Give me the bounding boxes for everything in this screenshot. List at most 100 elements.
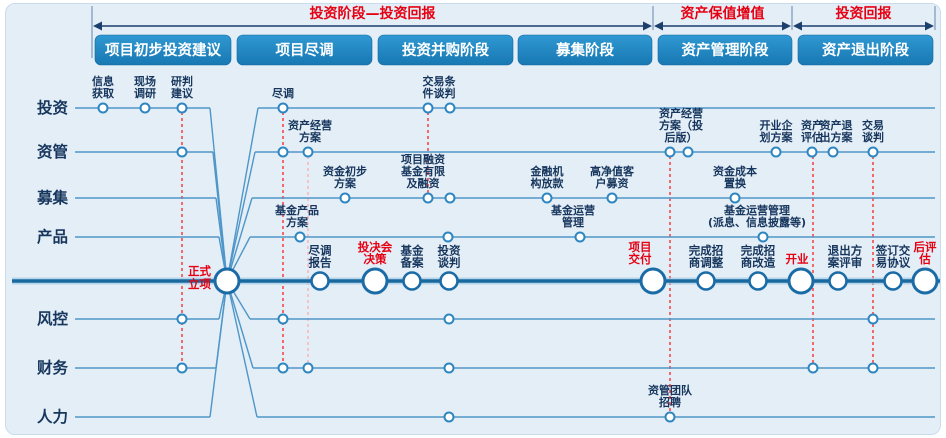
- swimlane-node: [682, 146, 694, 158]
- arrow-left-icon: [793, 21, 802, 31]
- phase-box-label: 投资并购阶段: [402, 41, 489, 59]
- milestone-node: [911, 267, 939, 295]
- milestone-label: 完成招商改造: [741, 244, 776, 270]
- swimlane-node: [277, 102, 289, 114]
- swimlane-node: [176, 362, 188, 374]
- milestone-label: 投资谈判: [438, 244, 461, 270]
- lane-converge-right: [226, 151, 256, 282]
- milestone-node: [748, 271, 768, 291]
- diagram-card: [5, 3, 941, 435]
- milestone-node: [639, 267, 667, 295]
- swimlane-node: [442, 231, 454, 243]
- node-label: 信息获取: [92, 74, 114, 100]
- phase-box-label: 资产退出阶段: [822, 41, 909, 59]
- swimlane-node: [339, 192, 351, 204]
- milestone-node: [439, 271, 459, 291]
- swimlane-node: [422, 102, 434, 114]
- swimlane-node: [867, 313, 879, 325]
- phase-box-label: 募集阶段: [555, 41, 614, 59]
- swimlane-node: [444, 192, 456, 204]
- arrow-left-icon: [654, 21, 663, 31]
- milestone-label: 正式立项: [188, 264, 211, 291]
- swimlane-node: [574, 231, 586, 243]
- milestone-label: 项目交付: [629, 240, 652, 266]
- phase-box: [377, 34, 514, 66]
- lane-converge-right: [226, 280, 258, 418]
- node-label: 资产经营方案: [288, 118, 332, 144]
- milestone-node: [402, 271, 422, 291]
- arrow-left-icon: [93, 21, 102, 31]
- node-label: 交易条件谈判: [423, 74, 457, 100]
- swimlane-node: [867, 362, 879, 374]
- milestone-node: [787, 267, 815, 295]
- arrow-right-icon: [925, 21, 934, 31]
- arrow-right-icon: [782, 21, 791, 31]
- milestone-label: 开业: [786, 252, 809, 266]
- node-label: 资产经营方案（投后版）: [659, 106, 703, 144]
- lane-converge-right: [226, 280, 254, 369]
- node-label: 尽调: [272, 86, 294, 100]
- node-label: 研判建议: [171, 74, 194, 100]
- milestone-node: [213, 267, 241, 295]
- milestone-node: [828, 271, 848, 291]
- swimlane-node: [664, 146, 676, 158]
- phase-box: [94, 34, 232, 66]
- header-span-label: 投资回报: [836, 5, 892, 22]
- node-label: 开业企划方案: [760, 118, 794, 144]
- node-label: 基金运营管理(派息、信息披露等): [708, 203, 806, 229]
- milestone-label: 基金备案: [400, 244, 424, 270]
- swimlane-node: [176, 313, 188, 325]
- phase-box: [797, 34, 934, 66]
- swimlane-node: [770, 146, 782, 158]
- milestone-node: [361, 267, 389, 295]
- phase-box: [236, 34, 373, 66]
- swimlane-node: [807, 362, 819, 374]
- lane-label: 产品: [37, 227, 68, 246]
- milestone-node: [883, 271, 903, 291]
- node-label: 资产退出方案: [820, 118, 854, 144]
- swimlane-node: [97, 102, 109, 114]
- swimlane-node: [541, 192, 553, 204]
- swimlane-node: [757, 231, 769, 243]
- node-label: 资金成本置换: [713, 164, 757, 190]
- milestone-label: 投决会决策: [358, 240, 393, 266]
- swimlane-node: [302, 362, 314, 374]
- swimlane-node: [176, 146, 188, 158]
- arrow-right-icon: [643, 21, 652, 31]
- swimlane-node: [443, 411, 455, 423]
- node-label: 基金运营管理: [550, 203, 595, 229]
- lane-converge-right: [226, 107, 259, 282]
- node-label: 金融机构放款: [530, 164, 565, 190]
- swimlane-node: [294, 231, 306, 243]
- swimlane-node: [443, 362, 455, 374]
- header-span-label: 资产保值增值: [681, 5, 765, 22]
- milestone-node: [696, 271, 716, 291]
- swimlane-node: [277, 146, 289, 158]
- swimlane-node: [302, 146, 314, 158]
- milestone-label: 完成招商调整: [689, 244, 724, 270]
- swimlane-node: [827, 146, 839, 158]
- lane-label: 风控: [37, 309, 69, 328]
- node-label: 项目融资基金有限及融资: [400, 152, 445, 190]
- swimlane-node: [867, 146, 879, 158]
- swimlane-node: [277, 362, 289, 374]
- lane-label: 人力: [37, 407, 68, 426]
- lane-label: 投资: [37, 98, 69, 117]
- swimlane-node: [443, 313, 455, 325]
- milestone-label: 尽调报告: [309, 244, 332, 270]
- milestone-node: [310, 271, 330, 291]
- swimlane-node: [664, 411, 676, 423]
- phase-box-label: 项目尽调: [276, 42, 334, 59]
- lane-converge-left: [209, 280, 228, 418]
- swimlane-node: [806, 146, 818, 158]
- node-label: 基金产品方案: [274, 203, 319, 229]
- milestone-label: 后评估: [914, 240, 937, 266]
- milestone-label: 签订交易协议: [875, 244, 911, 270]
- node-label: 资管团队招聘: [648, 383, 693, 409]
- swimlane-node: [422, 192, 434, 204]
- node-label: 高净值客户募资: [590, 164, 635, 190]
- swimlane-node: [729, 192, 741, 204]
- phase-box: [517, 34, 653, 66]
